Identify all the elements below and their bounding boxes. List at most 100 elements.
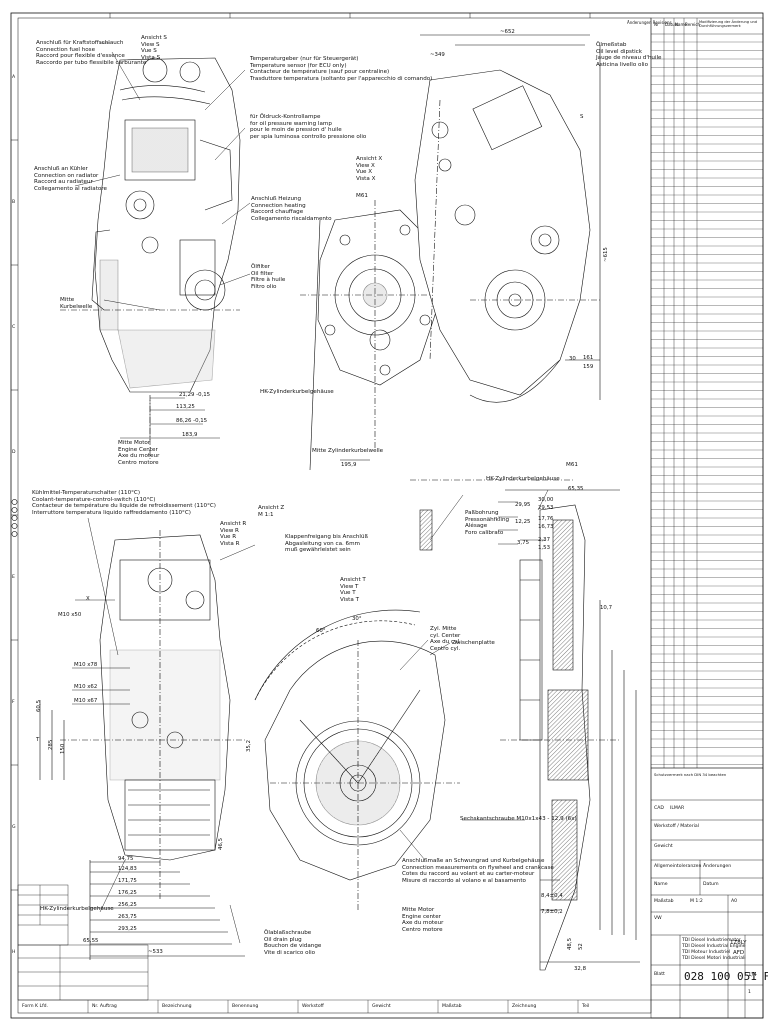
dim-29-95: 29,95 (515, 502, 531, 508)
text: Collegamento riscaldamento (251, 215, 332, 222)
text: für Öldruck-Kontrollampe (250, 114, 321, 120)
zone-letter: G (12, 825, 16, 830)
dim-113-25: 113,25 (176, 404, 195, 410)
text: Oil filter (251, 270, 274, 277)
text: Temperature sensor (for ECU only) (250, 62, 347, 69)
dim-208-5: 60,5 (36, 699, 42, 712)
dim-195-9: 195,9 (341, 462, 357, 468)
dim-349: ~349 (430, 52, 445, 58)
strip-cell: Maßstab (442, 1004, 462, 1009)
text: Vue T (340, 590, 356, 597)
text: Raccord pour flexible d'essence (36, 53, 125, 60)
tb-format: A0 (731, 899, 738, 904)
text: cyl. Center (430, 632, 461, 639)
dim-29-53: 29,53 (538, 505, 554, 511)
dim-16-73: 16,73 (538, 524, 554, 530)
dim-m10-78: M10 x78 (74, 662, 98, 668)
strip-cell: Form K Lfd. (22, 1004, 49, 1009)
text: Pressonähfkling (465, 516, 510, 523)
zone-ticks (11, 13, 591, 891)
text: Axe du cyl. (430, 639, 461, 646)
view-letter-x: X (86, 596, 90, 602)
zone-letter: E (12, 575, 15, 580)
text: Kühlmittel-Temperaturschalter (110°C) (32, 490, 141, 496)
tb-date-label: Datum (703, 882, 719, 887)
rev-header-name: Name (675, 22, 687, 27)
text: View X (356, 162, 375, 169)
dim-30: 30 (569, 356, 576, 362)
rev-header-no: Nr (654, 22, 659, 27)
rev-header-area: Bereich (685, 22, 701, 27)
strip-cell: Werkstoff (302, 1004, 324, 1009)
text: Alésage (465, 523, 488, 530)
text: Centro cyl. (430, 645, 461, 652)
label-hex-bolt: Sechskantschraube M10x1x43 - 12,9 (6x) (460, 816, 577, 822)
text: Anschluß Heizung (251, 196, 302, 202)
text: Collegamento al radiatore (34, 185, 107, 192)
text: Raccordo per tubo flessibile carburante (36, 59, 147, 66)
text: Kurbelwelle (60, 303, 93, 310)
text: Mitte Motor (402, 907, 435, 913)
dim-30-00: 30,00 (538, 497, 554, 503)
text: Vue X (356, 169, 373, 176)
tb-code: 1Z8LY (730, 940, 747, 946)
text: Ölablaßschraube (264, 930, 312, 936)
tb-sheet: 1/4 (748, 972, 757, 978)
dim-263-75: 263,75 (118, 914, 137, 920)
dim-86-26: 86,26 -0,15 (176, 418, 208, 424)
tb-changes: Änderungen (703, 864, 732, 869)
label-heating: Anschluß Heizung Connection heating Racc… (251, 196, 332, 222)
text: Engine Center (118, 446, 158, 453)
label-flap-release: Klappenfreigang bis Anschlüß Abgasleitun… (285, 534, 368, 554)
label-fuel-hose: Anschluß für Kraftstoffschlauch Connecti… (36, 40, 146, 66)
rev-header-desc: Modifizierung der Änderung und Durchführ… (699, 20, 758, 28)
text: View S (141, 41, 160, 48)
text: per spia luminosa controllo pressione ol… (250, 133, 367, 140)
dim-285: 285 (48, 739, 54, 750)
dim-171-75: 171,75 (118, 878, 137, 884)
text: M 1:1 (258, 511, 274, 518)
leaders-flywheel (399, 494, 525, 861)
tb-rev: 1 (748, 990, 751, 995)
label-view-s: Ansicht S View S Vue S Vista S (141, 35, 167, 61)
text: muß gewährleistet sein (285, 547, 351, 554)
dim-35-2: 35,2 (246, 739, 252, 752)
text: Connection heating (251, 202, 306, 209)
side-view-bottom-left (39, 530, 245, 960)
dim-21-29: 21,29 -0,15 (179, 392, 211, 398)
strip-cell: Nr. Auftrag (92, 1004, 117, 1009)
label-oil-dipstick: Ölmeßstab Oil level dipstick Jauge de ni… (596, 42, 662, 68)
text: View R (220, 527, 239, 534)
text: Vue R (220, 534, 237, 541)
tb-tol: Allgemeintoleranzen (654, 864, 702, 869)
text: Interruttore temperatura liquido raffred… (32, 509, 191, 516)
revision-rows (651, 41, 763, 765)
tb-name-de: TDI Diesel Industriemotor (682, 938, 741, 943)
text: Ansicht S (141, 35, 167, 41)
text: Anschluß für Kraftstoffschlauch (36, 40, 124, 46)
label-flywheel-connect: Anschlußmaße an Schwungrad und Kurbelgeh… (402, 858, 554, 884)
dim-615: ~615 (603, 247, 609, 262)
text: Vista T (340, 596, 359, 603)
text: Filtre à huile (251, 277, 286, 284)
text: Filtro olio (251, 283, 277, 290)
text: Paßbohrung (465, 510, 499, 516)
dim-60deg: 60° (316, 628, 326, 634)
text: Ansicht Z (258, 505, 285, 511)
text: Vista X (356, 175, 376, 182)
tb-name-it: TDI Diesel Motori Industriali (682, 956, 746, 961)
text: Bouchon de vidange (264, 943, 322, 950)
text: Connection measurements on flywheel and … (402, 864, 554, 871)
dim-94-75: 94,75 (118, 856, 134, 862)
dim-m10-67: M10 x67 (74, 698, 98, 704)
text: Oil level dipstick (596, 48, 643, 55)
text: Coolant-temperature-control-switch (110°… (32, 496, 156, 503)
tb-name-en: TDI Diesel Industrial Engine (682, 944, 746, 949)
text: Abgasleitung von ca. 6mm (285, 540, 361, 547)
tb-company: ILMAR (670, 806, 685, 811)
label-temp-sender: Temperaturgeber (nur für Steuergerät) Te… (250, 56, 432, 82)
dim-533: ~533 (148, 949, 163, 955)
tb-sheet-label: Blatt (654, 972, 665, 977)
text: Ölmeßstab (596, 42, 627, 48)
label-m61-a: M61 (356, 193, 368, 199)
